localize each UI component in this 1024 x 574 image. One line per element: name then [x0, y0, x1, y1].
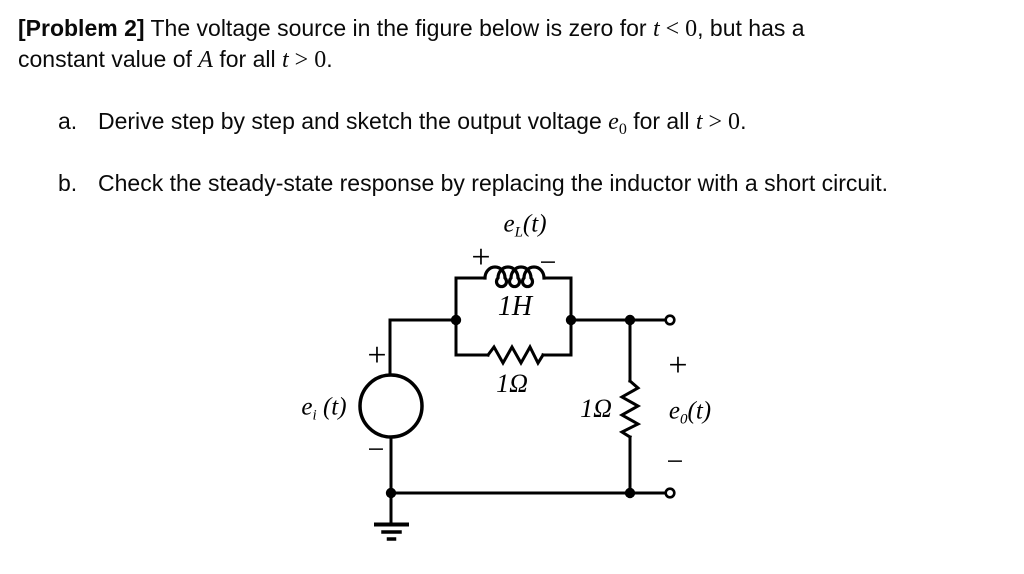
load-resistor-value-label: 1Ω: [580, 394, 612, 423]
output-terminal-bottom: [664, 487, 676, 499]
item-b: b. Check the steady-state response by rep…: [58, 169, 888, 197]
inductor-voltage-label: eL(t): [503, 210, 546, 241]
output-voltage-label: e0(t): [669, 397, 711, 428]
el-sub: L: [514, 224, 523, 241]
ei-arg: (t): [316, 393, 347, 421]
output-terminal-top: [664, 314, 676, 326]
item-b-text: Check the steady-state response by repla…: [98, 170, 889, 196]
item-a-seg2: for all: [626, 108, 696, 134]
wire-source-top: [388, 318, 458, 377]
el-arg: (t): [522, 210, 547, 238]
item-b-label: b.: [58, 170, 78, 196]
junction-dot: [565, 314, 577, 326]
source-voltage-label: ei (t): [301, 393, 346, 424]
item-a-var2: t: [695, 109, 703, 135]
junction-dot: [450, 314, 462, 326]
el-base: e: [503, 210, 515, 238]
inductor-plus-sign: +: [471, 239, 491, 276]
junction-dot: [385, 487, 397, 499]
circuit-svg: [358, 265, 676, 541]
ei-base: e: [301, 393, 313, 421]
eo-sub: 0: [680, 411, 688, 428]
problem-l2-seg3: .: [326, 46, 333, 72]
eo-base: e: [668, 397, 680, 425]
junction-dot: [624, 487, 636, 499]
problem-l2-math-var: A: [198, 47, 213, 73]
voltage-source-circle: [358, 373, 424, 439]
output-plus-sign: +: [668, 347, 688, 384]
problem-l1-seg2: , but has a: [697, 15, 805, 41]
inductor-minus-sign: −: [539, 246, 557, 279]
problem-l2-seg1: constant value of: [18, 46, 199, 72]
parallel-resistor-zigzag: [485, 343, 546, 367]
item-a-label: a.: [58, 108, 78, 134]
inductor-value-label: 1H: [497, 291, 533, 322]
problem-l1-math-var: t: [652, 16, 660, 42]
item-a: a. Derive step by step and sketch the out…: [58, 107, 746, 144]
source-minus-sign: −: [367, 433, 385, 466]
parallel-resistor-value-label: 1Ω: [496, 369, 528, 398]
problem-l1-seg1: The voltage source in the figure below i…: [144, 15, 653, 41]
ei-sub: i: [312, 407, 317, 424]
item-a-seg3: .: [740, 108, 747, 134]
output-minus-sign: −: [666, 445, 684, 478]
source-plus-sign: +: [367, 337, 387, 374]
problem-tag: [Problem 2]: [18, 15, 145, 41]
load-resistor-zigzag: [618, 378, 642, 440]
item-a-seg1: Derive step by step and sketch the outpu…: [98, 108, 609, 134]
problem-l2-math-rest2: > 0: [288, 47, 327, 73]
item-a-var-sub: 0: [618, 121, 627, 138]
item-a-math-rest: > 0: [702, 109, 741, 135]
eo-arg: (t): [687, 397, 712, 425]
inductor-coil: [483, 265, 546, 289]
problem-l2-math-var2: t: [282, 47, 289, 73]
problem-line-2: constant value of A for all t > 0.: [18, 45, 333, 74]
problem-line-1: [Problem 2] The voltage source in the fi…: [18, 14, 805, 43]
problem-l2-seg2: for all: [212, 46, 282, 72]
problem-l1-math-rest: < 0: [659, 16, 698, 42]
junction-dot: [624, 314, 636, 326]
item-a-var: e: [608, 109, 619, 135]
